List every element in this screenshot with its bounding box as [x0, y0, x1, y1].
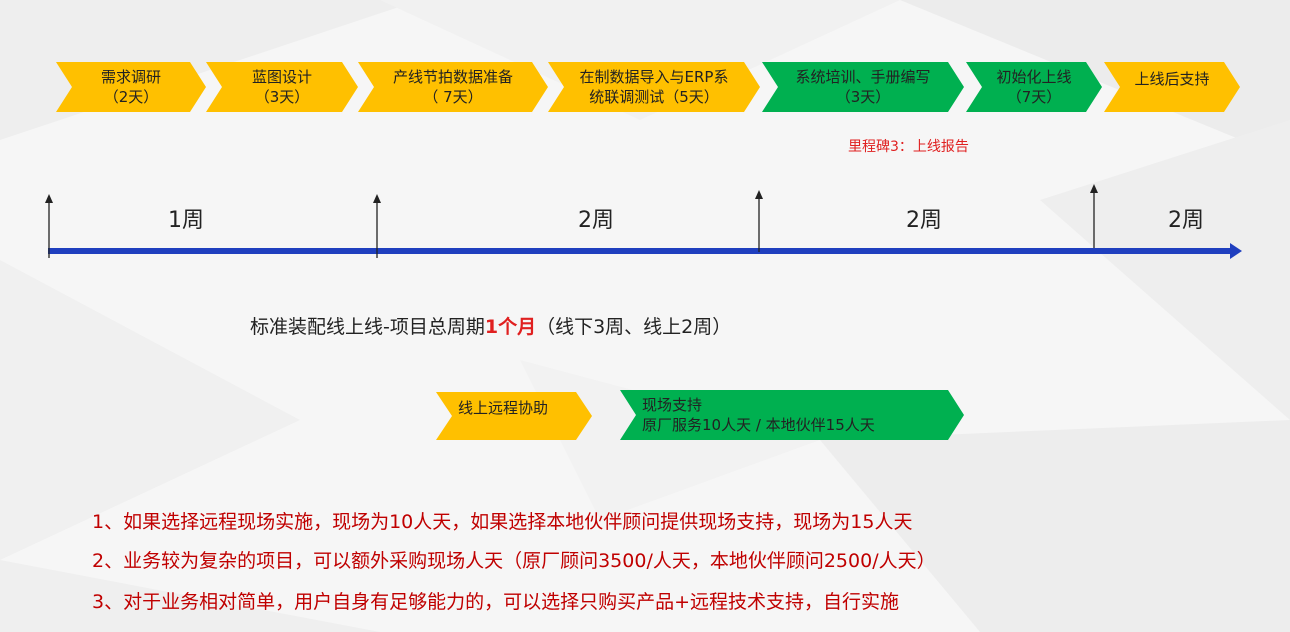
onsite-support: 现场支持 原厂服务10人天 / 本地伙伴15人天 [620, 390, 964, 440]
timeline-arrowhead [1230, 243, 1242, 259]
phase-label: 需求调研 [100, 68, 161, 86]
week-marker-2-arrow [373, 194, 381, 203]
phase-duration: 统联调测试（5天） [589, 88, 719, 106]
phase-label: 在制数据导入与ERP系 [579, 68, 729, 86]
week-marker-1-arrow [45, 194, 53, 203]
phase-duration: （3天） [254, 88, 310, 106]
phase-requirements: 需求调研 （2天） [56, 62, 206, 112]
note-2: 2、业务较为复杂的项目，可以额外采购现场人天（原厂顾问3500/人天，本地伙伴顾… [92, 550, 936, 572]
week-label-3: 2周 [906, 208, 942, 233]
note-3: 3、对于业务相对简单，用户自身有足够能力的，可以选择只购买产品+远程技术支持，自… [92, 591, 900, 613]
phase-duration: （7天） [1006, 88, 1062, 106]
phase-label: 蓝图设计 [251, 68, 312, 86]
phase-label: 上线后支持 [1134, 70, 1210, 88]
remote-support: 线上远程协助 [436, 392, 592, 440]
remote-support-label: 线上远程协助 [458, 399, 549, 417]
onsite-support-title: 现场支持 [642, 396, 703, 414]
phase-duration: （3天） [835, 88, 891, 106]
summary-prefix: 标准装配线上线-项目总周期 [250, 316, 485, 338]
phase-label: 产线节拍数据准备 [392, 68, 513, 86]
week-label-2: 2周 [578, 208, 614, 233]
phase-post-launch-support: 上线后支持 [1104, 62, 1240, 112]
phase-duration: （2天） [103, 88, 159, 106]
summary-highlight: 1个月 [484, 316, 537, 338]
project-summary: 标准装配线上线-项目总周期1个月（线下3周、线上2周） [250, 312, 731, 339]
onsite-support-detail: 原厂服务10人天 / 本地伙伴15人天 [642, 416, 875, 434]
phase-label: 初始化上线 [996, 68, 1072, 86]
week-marker-3-arrow [755, 190, 763, 199]
phase-label: 系统培训、手册编写 [795, 68, 931, 86]
phase-training: 系统培训、手册编写 （3天） [762, 62, 964, 112]
week-label-1: 1周 [168, 208, 204, 233]
note-1: 1、如果选择远程现场实施，现场为10人天，如果选择本地伙伴顾问提供现场支持，现场… [92, 511, 913, 533]
phase-erp-integration: 在制数据导入与ERP系 统联调测试（5天） [548, 62, 760, 112]
phase-duration: （ 7天） [423, 88, 483, 106]
milestone-label: 里程碑3：上线报告 [848, 139, 969, 155]
summary-suffix: （线下3周、线上2周） [536, 316, 732, 338]
week-label-4: 2周 [1168, 208, 1204, 233]
week-marker-4-arrow [1090, 184, 1098, 193]
phase-line-takt-data: 产线节拍数据准备 （ 7天） [358, 62, 548, 112]
phase-go-live: 初始化上线 （7天） [966, 62, 1102, 112]
phase-blueprint: 蓝图设计 （3天） [206, 62, 358, 112]
